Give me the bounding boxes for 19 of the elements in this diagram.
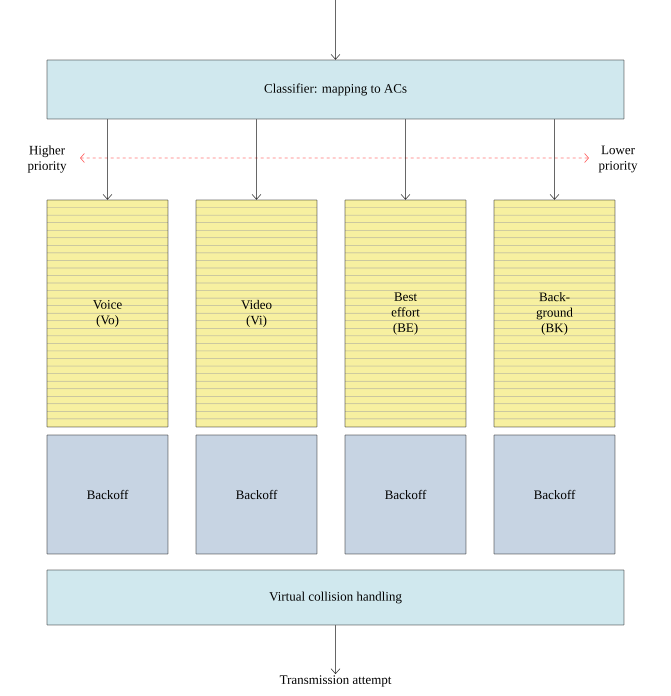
queue-box: Video (Vi) — [196, 200, 318, 428]
output-text: Transmission attempt — [280, 675, 392, 687]
backoff-box: Backoff — [46, 434, 168, 554]
queue-box: Voice (Vo) — [46, 200, 168, 428]
arrow — [330, 0, 340, 60]
arrow — [102, 118, 112, 200]
arrow — [400, 118, 410, 200]
process-box: Virtual collision handling — [46, 570, 624, 626]
process-box: Classifier: mapping to ACs — [46, 60, 624, 120]
backoff-box: Backoff — [494, 434, 616, 554]
backoff-box: Backoff — [196, 434, 318, 554]
arrow — [330, 624, 340, 674]
backoff-box: Backoff — [344, 434, 466, 554]
queue-box: Back- ground (BK) — [494, 200, 616, 428]
queue-box: Best effort (BE) — [344, 200, 466, 428]
arrow — [252, 118, 262, 200]
priority-label: Lower priority — [598, 146, 638, 172]
priority-label: Higher priority — [28, 145, 66, 173]
arrow — [550, 118, 560, 200]
